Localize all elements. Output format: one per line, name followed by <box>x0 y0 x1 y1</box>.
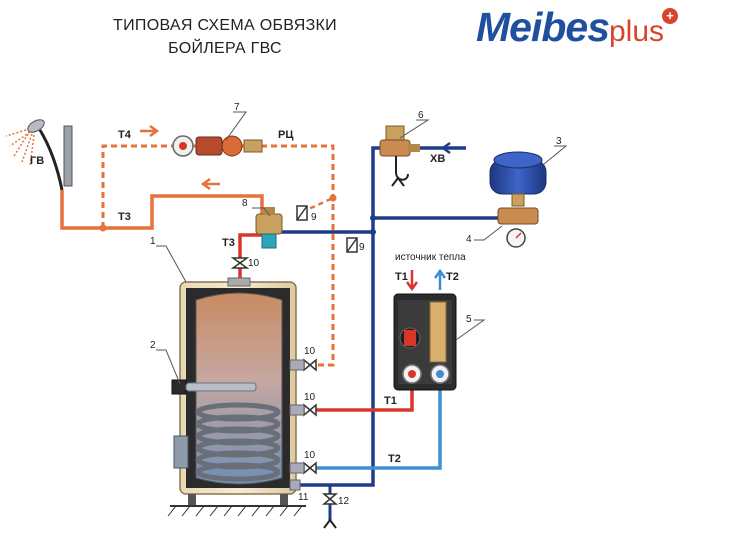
number-3: 3 <box>556 136 562 147</box>
label-gv: ГВ <box>30 155 44 167</box>
title-line-1: ТИПОВАЯ СХЕМА ОБВЯЗКИ <box>113 17 337 34</box>
shower-icon <box>5 119 73 191</box>
label-t2-source: Т2 <box>446 271 459 283</box>
number-10-a: 10 <box>248 258 260 269</box>
label-t4: Т4 <box>118 129 132 141</box>
logo-suffix: plus <box>609 15 665 48</box>
label-t3-top: Т3 <box>118 211 131 223</box>
number-9-a: 9 <box>311 212 317 223</box>
shutoff-valve <box>303 461 317 475</box>
tank-port <box>289 404 305 416</box>
number-2: 2 <box>150 340 156 351</box>
heating-pump-group <box>393 293 457 391</box>
hot-water-pipe <box>60 190 264 230</box>
label-hv: ХВ <box>430 153 445 165</box>
shutoff-valve <box>230 257 250 269</box>
check-valve <box>346 237 358 253</box>
shutoff-valve <box>303 403 317 417</box>
circulation-branch <box>301 196 334 214</box>
diagram-title: ТИПОВАЯ СХЕМА ОБВЯЗКИ БОЙЛЕРА ГВС <box>95 14 355 60</box>
boiler-tank <box>167 277 306 517</box>
number-1: 1 <box>150 236 156 247</box>
junction-dot <box>370 229 376 235</box>
flow-arrow-hv <box>440 141 460 155</box>
meibes-logo: Meibesplus + <box>476 4 679 51</box>
flow-arrow-t1-src <box>405 270 419 292</box>
drain-outlet-icon <box>323 518 337 529</box>
number-10-c: 10 <box>304 392 316 403</box>
junction-dot <box>370 215 376 221</box>
number-7: 7 <box>234 102 240 113</box>
number-4: 4 <box>466 234 472 245</box>
logo-brand: Meibes <box>476 4 610 50</box>
tank-port <box>289 359 305 371</box>
drain-valve <box>321 493 339 505</box>
circulation-pump <box>172 135 263 157</box>
number-6: 6 <box>418 110 424 121</box>
safety-valve-group <box>379 125 420 187</box>
number-11: 11 <box>298 492 309 503</box>
expansion-tank <box>489 151 547 248</box>
return-pipe-t2 <box>314 380 442 470</box>
number-10-b: 10 <box>304 346 316 357</box>
check-valve <box>296 205 308 221</box>
mixing-valve <box>255 207 283 249</box>
number-12: 12 <box>338 496 350 507</box>
label-t1-source: Т1 <box>395 271 408 283</box>
shutoff-valve <box>303 358 317 372</box>
flow-arrow-t4 <box>140 124 160 138</box>
label-t3-mid: Т3 <box>222 237 235 249</box>
tank-port <box>289 462 305 474</box>
label-rc: РЦ <box>278 129 293 141</box>
drain-pipe <box>296 483 332 520</box>
junction-dot <box>329 194 337 202</box>
tank-port <box>289 479 301 491</box>
number-8: 8 <box>242 198 248 209</box>
label-t1-line: Т1 <box>384 395 397 407</box>
label-heat-source: источник тепла <box>395 252 466 263</box>
number-9-b: 9 <box>359 242 365 253</box>
leader-lines <box>156 111 568 385</box>
logo-plus-mark: + <box>662 8 679 24</box>
label-t2-line: Т2 <box>388 453 401 465</box>
circulation-pipe <box>101 144 335 367</box>
number-5: 5 <box>466 314 472 325</box>
junction-dot <box>99 224 107 232</box>
number-10-d: 10 <box>304 450 316 461</box>
title-line-2: БОЙЛЕРА ГВС <box>168 40 282 57</box>
flow-arrow-t2-src <box>433 268 447 290</box>
flow-arrow-t3 <box>200 177 220 191</box>
